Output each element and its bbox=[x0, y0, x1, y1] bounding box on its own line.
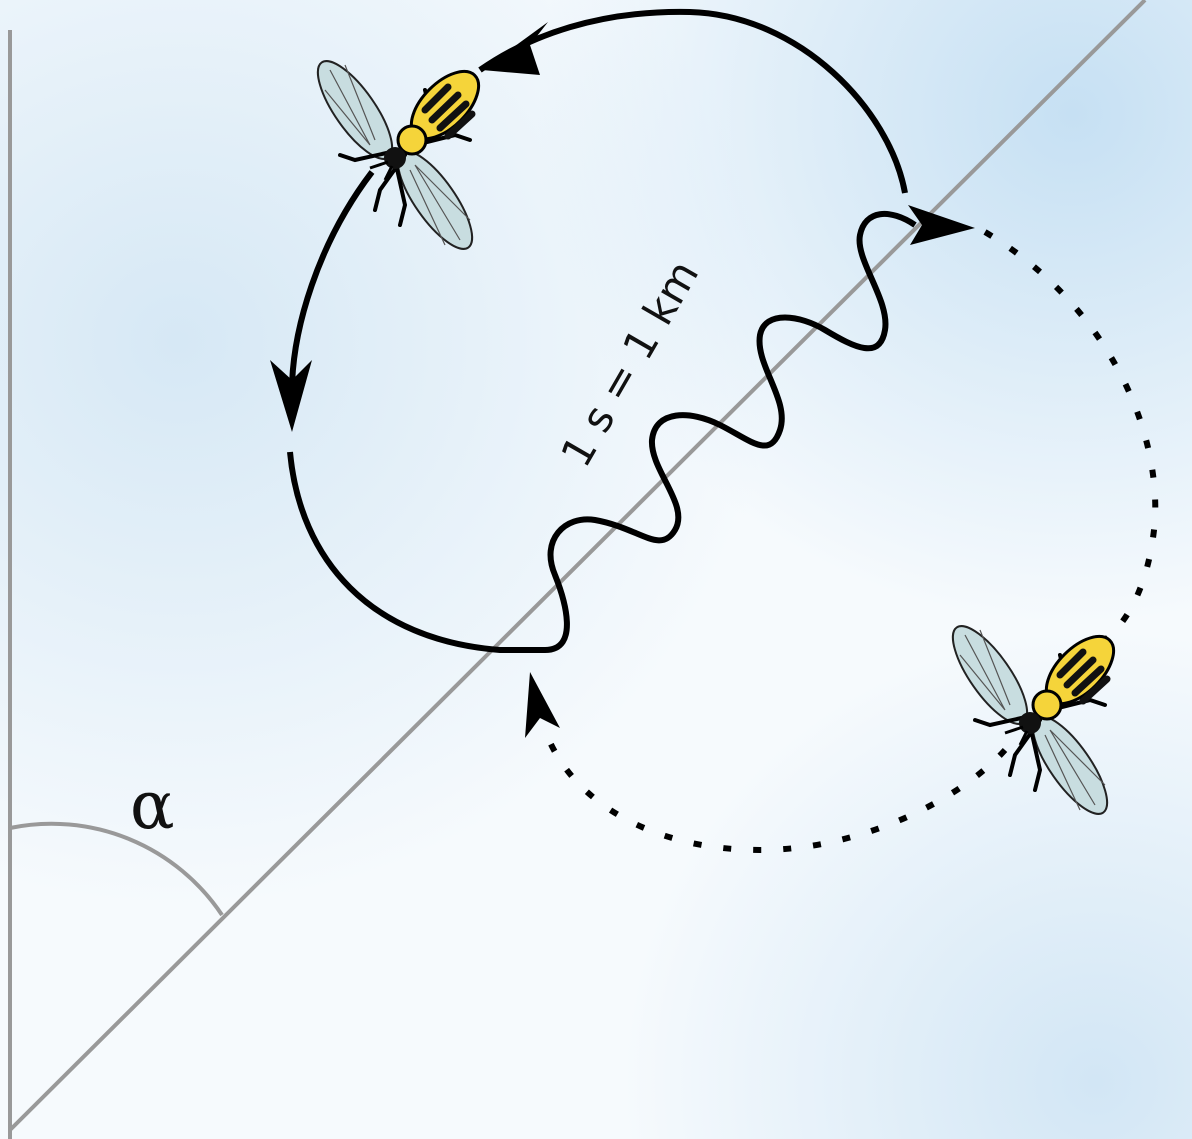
angle-label: α bbox=[130, 767, 175, 844]
